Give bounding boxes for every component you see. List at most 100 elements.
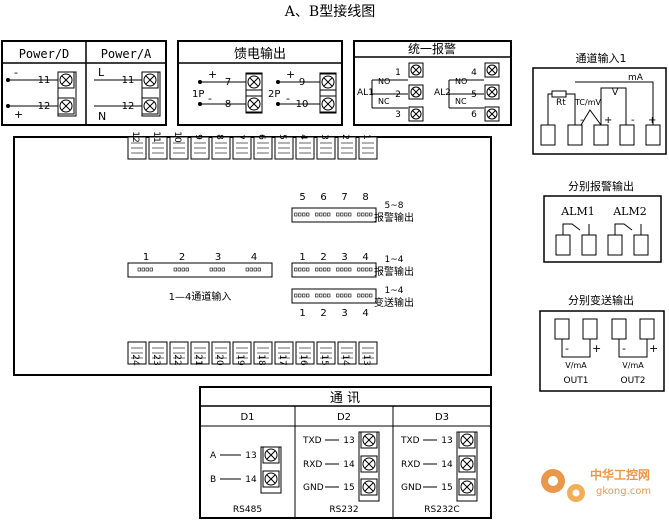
comm-terminal-number: 14 <box>441 460 453 470</box>
terminal-number: 1 <box>361 134 371 140</box>
terminal-number: 24 <box>130 354 140 366</box>
comm-column-label: D2 <box>337 412 351 423</box>
slot-number: 7 <box>341 192 347 203</box>
slot-alarm58-caption-top: 5~8 <box>385 201 404 211</box>
separate-transmit-box: 分别变送输出 - + - + V/mA V/mA OUT1 OUT2 <box>540 293 664 391</box>
comm-signal: B <box>210 475 216 485</box>
unified-alarm-title: 统一报警 <box>408 41 456 56</box>
diagram-title: A、B型接线图 <box>284 3 375 20</box>
feed-output-title: 馈电输出 <box>234 46 286 62</box>
comm-protocol: RS485 <box>233 505 262 515</box>
comm-terminal-number: 15 <box>441 483 452 493</box>
screw-terminal-icon <box>58 98 74 114</box>
slot-alarm14-caption-top: 1~4 <box>385 255 404 265</box>
feed-sign-minus-1: - <box>208 92 212 105</box>
power-d-terminal-11: 11 <box>38 75 51 86</box>
comm-signal: TXD <box>400 436 420 446</box>
transmit-sign-plus-2: + <box>649 342 658 355</box>
screw-terminal-icon <box>409 85 423 99</box>
screw-terminal-icon <box>142 72 158 88</box>
slot-connector <box>292 289 376 303</box>
terminal-number: 20 <box>214 354 224 366</box>
terminal-number: 23 <box>151 354 161 365</box>
terminal-number: 14 <box>340 354 350 366</box>
alarm-terminal-4: 4 <box>471 68 477 78</box>
alarm-terminal-2: 2 <box>395 90 401 100</box>
screw-terminal-icon <box>246 74 262 90</box>
transmit-unit-2: V/mA <box>622 361 644 370</box>
terminal-number: 16 <box>298 354 308 366</box>
terminal-number: 9 <box>193 134 203 140</box>
power-a-label: Power/A <box>101 47 152 61</box>
comm-signal: GND <box>303 483 324 493</box>
screw-terminal-icon <box>485 63 499 77</box>
screw-terminal-icon <box>409 63 423 77</box>
slot-number: 3 <box>215 252 221 263</box>
comm-signal: RXD <box>401 460 420 470</box>
transmit-sign-plus-1: + <box>592 342 601 355</box>
slot-alarm58-caption: 报警输出 <box>374 211 414 224</box>
slot-number: 4 <box>362 252 368 263</box>
screw-terminal-icon <box>320 96 336 112</box>
separate-alarm-box: 分别报警输出 ALM1 ALM2 <box>544 179 661 262</box>
unified-alarm-box: 统一报警 AL1 NO NC 1 2 3 AL2 NO NC 4 5 6 <box>354 41 511 125</box>
terminal-number: 7 <box>235 134 245 140</box>
terminal-number: 6 <box>256 134 266 140</box>
terminal-number: 18 <box>256 354 266 366</box>
slot-number: 1 <box>143 252 149 263</box>
channel-input-sign-4: + <box>648 115 656 126</box>
gear-logo-icon <box>541 469 585 502</box>
slot-number: 4 <box>251 252 257 263</box>
comm-terminal-number: 14 <box>245 475 257 485</box>
slot-transmit-caption: 变送输出 <box>374 296 414 309</box>
terminal-number: 8 <box>214 134 224 140</box>
feed-terminal-9: 9 <box>299 77 305 88</box>
terminal-number: 10 <box>172 131 182 143</box>
comm-signal: A <box>210 451 217 461</box>
feed-terminal-10: 10 <box>296 99 309 110</box>
power-d-sign-plus: + <box>14 108 23 121</box>
screw-terminal-icon <box>142 98 158 114</box>
separate-alarm-alm1: ALM1 <box>560 205 595 218</box>
power-a-terminal-11: 11 <box>122 75 135 86</box>
watermark-text: 中华工控网 <box>590 467 650 482</box>
screw-terminal-icon <box>246 96 262 112</box>
power-a-sign-n: N <box>98 110 106 123</box>
comm-terminal-number: 14 <box>343 460 355 470</box>
comm-terminal-number: 13 <box>441 436 452 446</box>
feed-sign-minus-2: - <box>286 92 290 105</box>
slot-number: 2 <box>320 252 326 263</box>
slot-number: 6 <box>320 192 326 203</box>
slot-number: 5 <box>299 192 305 203</box>
alarm-group-al2-label: AL2 <box>434 88 451 98</box>
alarm-al2-no: NO <box>455 77 467 86</box>
terminal-number: 12 <box>130 131 140 142</box>
screw-terminal-icon <box>58 72 74 88</box>
channel-input-rt: Rt <box>556 98 566 108</box>
terminal-number: 21 <box>193 354 203 365</box>
slot-connector <box>292 208 376 222</box>
alarm-al1-no: NO <box>378 77 390 86</box>
transmit-unit-1: V/mA <box>565 361 587 370</box>
screw-terminal-icon <box>409 107 423 121</box>
comm-column-label: D3 <box>435 412 449 423</box>
alarm-terminal-5: 5 <box>471 90 477 100</box>
comm-terminal-number: 15 <box>343 483 354 493</box>
alarm-terminal-6: 6 <box>471 110 477 120</box>
communication-title: 通 讯 <box>330 391 360 406</box>
power-a-sign-l: L <box>98 66 105 79</box>
separate-alarm-title: 分别报警输出 <box>568 179 634 193</box>
comm-signal: RXD <box>303 460 322 470</box>
comm-terminal-number: 13 <box>343 436 354 446</box>
feed-group-1p-label: 1P <box>192 89 204 100</box>
slot-connector <box>292 263 376 277</box>
slot-number: 3 <box>341 252 347 263</box>
channel-input-sign-3: - <box>631 115 635 126</box>
slot-number: 3 <box>341 308 347 319</box>
screw-terminal-icon <box>320 74 336 90</box>
channel-input-sign-2: + <box>604 115 612 126</box>
